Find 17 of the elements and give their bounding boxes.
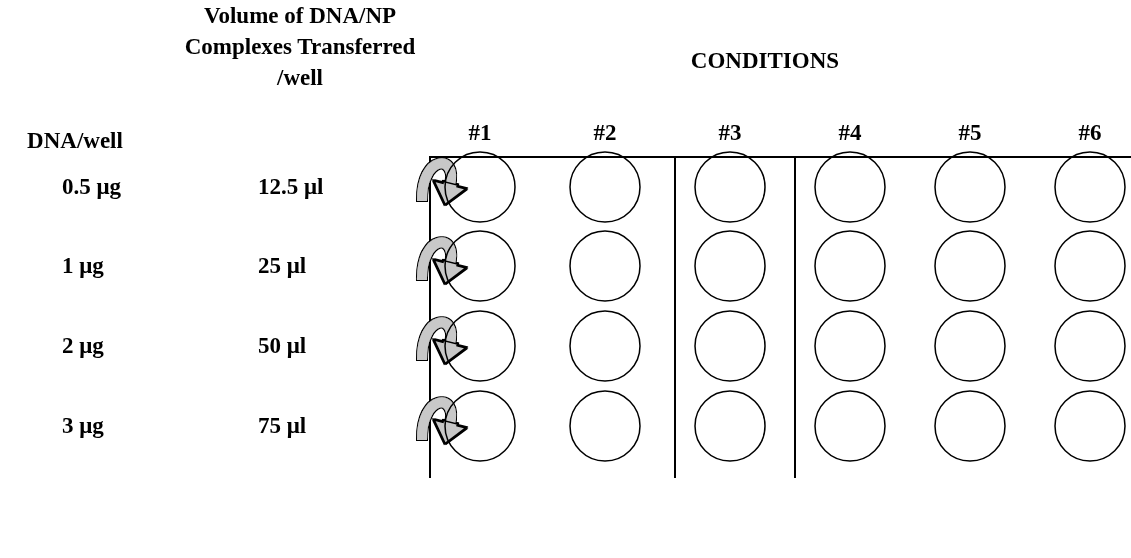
column-header: #1 bbox=[467, 119, 493, 147]
column-header: Volume of DNA/NP Complexes Transferred /well bbox=[183, 2, 417, 92]
volume-value: 12.5 μl bbox=[257, 173, 325, 201]
volume-value: 50 μl bbox=[257, 332, 308, 360]
volume-value: 75 μl bbox=[257, 412, 308, 440]
column-header: #6 bbox=[1077, 119, 1103, 147]
column-header: #2 bbox=[592, 119, 618, 147]
volume-value: 25 μl bbox=[257, 252, 308, 280]
dna-amount: 0.5 μg bbox=[61, 173, 123, 201]
dna-amount: 1 μg bbox=[61, 252, 105, 280]
column-header: DNA/well bbox=[26, 127, 124, 155]
column-header: #5 bbox=[957, 119, 983, 147]
section-header: CONDITIONS bbox=[689, 47, 841, 75]
dna-amount: 2 μg bbox=[61, 332, 105, 360]
column-header: #3 bbox=[717, 119, 743, 147]
dna-amount: 3 μg bbox=[61, 412, 105, 440]
column-header: #4 bbox=[837, 119, 863, 147]
